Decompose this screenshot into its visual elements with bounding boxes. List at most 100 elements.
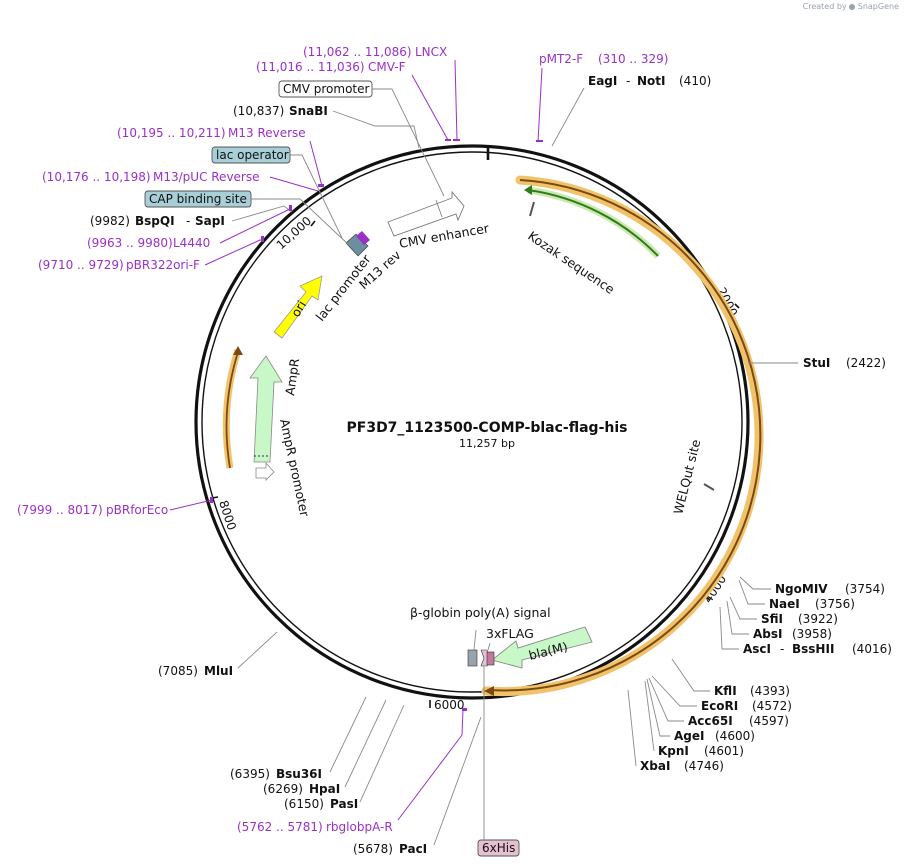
m13rev-range: (10,195 .. 10,211) [117,126,226,140]
xbai-name: XbaI [640,759,670,773]
xbai-leader [627,689,637,767]
orf-arc-arrowhead [484,686,494,696]
kfli-name: KflI [714,684,737,698]
l4440-name: L4440 [173,236,210,250]
paci-name: PacI [399,842,427,856]
rbglob-name: rbglobpA-R [326,820,393,834]
eagi-name: EagI [588,74,617,88]
snapgene-credit: Created by SnapGene [803,2,899,11]
lncx-primer-mark [453,139,460,141]
cmvf-name: CMV-F [368,60,406,74]
his-box [477,839,520,857]
globin-leader [473,629,477,651]
m13puc-name: M13/pUC Reverse [153,170,260,184]
bsu36i-name: Bsu36I [276,767,322,781]
pmt2f-primer-mark [536,140,543,142]
sfii-leader [729,596,757,620]
welqut-mark [703,483,715,491]
asci-pos: (4016) [852,642,892,656]
ngomiv-leader [739,576,771,590]
eagi-pos: (410) [679,74,711,88]
pbr322-range: (9710 .. 9729) [38,258,124,272]
welqut-label: WELQut site [670,438,703,516]
l4440-primer-mark [289,205,292,211]
m13-rev-block [356,231,370,245]
tick-8000: 8000 [216,499,239,532]
bsu36i-leader [329,696,367,773]
kfli-leader [671,658,710,692]
pasi-name: PasI [330,797,358,811]
absi-pos: (3958) [792,627,832,641]
bsu36i-pos: (6395) [230,767,270,781]
lncx-name: LNCX [415,45,447,59]
flag-leader [487,642,491,651]
stui-pos: (2422) [846,356,886,370]
pbr322-name: pBR322ori-F [126,258,200,272]
agei-leader [646,678,670,737]
pmt2f-range: (310 .. 329) [598,52,668,66]
hpai-name: HpaI [309,782,340,796]
lac-cap-block [345,233,369,257]
snabi-name: SnaBI [289,104,328,118]
agei-name: AgeI [674,729,704,743]
mlui-leader [237,631,278,669]
ampr-promoter-label: AmpR promoter [277,418,313,519]
bla-arrow [491,626,593,669]
backbone-inner [201,151,743,693]
stui-name: StuI [803,356,830,370]
plasmid-name: PF3D7_1123500-COMP-blac-flag-his [347,420,628,436]
m13puc-leader [269,176,319,192]
his-label: 6xHis [482,841,515,855]
hpai-pos: (6269) [263,782,303,796]
snabi-leader [332,110,420,149]
ori-arrow [273,275,323,339]
kozak-mark [529,201,535,217]
cmv-enhancer-divider [435,199,443,218]
bspqi-dash: - [186,214,190,228]
globin-label: β-globin poly(A) signal [410,605,551,620]
tick-6000: 6000 [434,698,465,712]
cap-site-label: CAP binding site [149,192,247,206]
ecori-leader [651,675,697,707]
lncx-range: (11,062 .. 11,086) [303,45,412,59]
left-orf-arc-line [225,351,239,469]
ampr-label: AmpR [282,357,302,396]
ngomiv-pos: (3754) [845,582,885,596]
ori-label: ori [288,298,309,320]
pbrfor-leader [169,499,213,511]
tick-2000-mark [734,303,740,309]
acc65i-name: Acc65I [688,714,733,728]
pbrfor-range: (7999 .. 8017) [17,503,103,517]
mlui-pos: (7085) [158,664,198,678]
plasmid-size: 11,257 bp [459,437,515,450]
pbrfor-primer-mark [210,497,213,503]
credit-text: Created by [802,2,847,11]
lncx-leader [454,59,458,141]
snapgene-logo-icon [849,3,856,10]
cmvf-primer-mark [445,139,451,141]
his-block [486,651,495,666]
kpni-name: KpnI [658,744,689,758]
pbr322-primer-mark [261,236,264,242]
naei-name: NaeI [769,597,800,611]
pbrfor-name: pBRforEco [106,503,168,517]
eagi-dash: - [626,74,630,88]
rbglob-primer-mark [462,708,467,711]
bspqi-name: BspQI [135,214,175,228]
l4440-range: (9963 .. 9980) [87,236,173,250]
rbglob-range: (5762 .. 5781) [237,820,323,834]
sfii-pos: (3922) [798,612,838,626]
lac-operator-label: lac operator [216,148,289,162]
left-orf-arrowhead [233,346,243,355]
bla-label: bla(M) [527,639,569,663]
hpai-leader [344,699,387,788]
naei-pos: (3756) [815,597,855,611]
cmv-promoter-leader [372,88,445,197]
snabi-pos: (10,837) [233,104,284,118]
pmt2f-name: pMT2-F [539,52,583,66]
ampr-promoter-arrow [255,461,275,481]
asci-leader [719,606,739,650]
backbone-outer [194,144,750,700]
noti-name: NotI [637,74,666,88]
